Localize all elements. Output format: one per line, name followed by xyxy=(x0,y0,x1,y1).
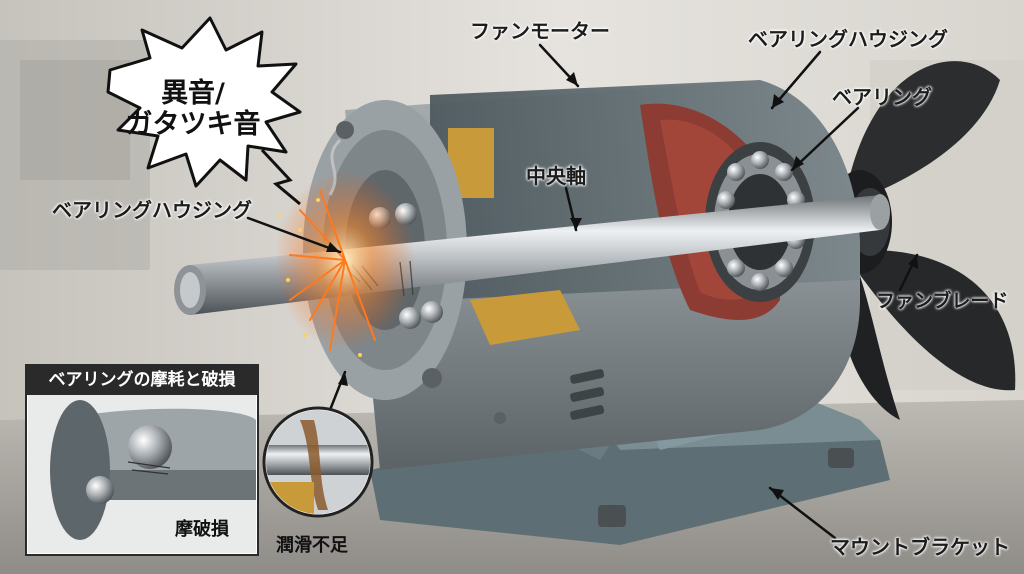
spark-icon xyxy=(275,138,415,357)
burst-tail xyxy=(260,148,301,206)
label-fan-motor: ファンモーター xyxy=(470,19,610,43)
label-bearing-housing-top: ベアリングハウジング xyxy=(748,27,948,51)
burst-icon xyxy=(106,16,302,188)
bolt xyxy=(422,368,442,388)
noise-line-2: ガタツキ音 xyxy=(125,109,261,140)
lubrication-detail-circle xyxy=(262,406,374,518)
wear-inset-title: ベアリングの摩耗と破損 xyxy=(26,365,258,395)
hex-nut xyxy=(828,448,854,468)
hex-nut xyxy=(598,505,626,527)
label-bearing: ベアリング xyxy=(832,85,932,109)
wear-inset-damage-label: 摩破損 xyxy=(175,519,229,540)
label-mount-bracket: マウントブラケット xyxy=(830,535,1010,559)
label-center-shaft: 中央軸 xyxy=(526,164,586,188)
vent-slots xyxy=(570,369,605,420)
brass-component xyxy=(470,290,580,345)
bolt xyxy=(494,412,506,424)
bolt xyxy=(336,121,354,139)
lubrication-label: 潤滑不足 xyxy=(276,535,348,556)
noise-line-1: 異音/ xyxy=(161,78,225,109)
label-bearing-housing-left: ベアリングハウジング xyxy=(52,198,252,222)
damaged-ball xyxy=(128,425,172,469)
smoke xyxy=(328,138,342,196)
noise-burst-text: 異音/ ガタツキ音 xyxy=(118,78,268,140)
label-fan-blade: ファンブレード xyxy=(876,290,1009,312)
